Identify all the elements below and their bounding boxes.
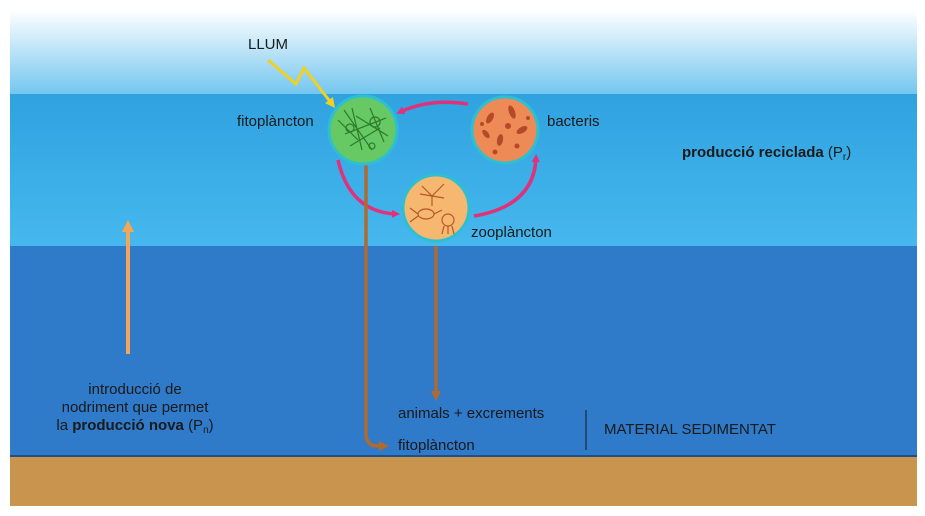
recycled-production-label: producció reciclada (Pr) — [682, 144, 852, 163]
light-bolt-icon — [267, 58, 336, 108]
arrow-phyto-to-zoo — [336, 159, 400, 218]
sediment-layer — [10, 456, 917, 506]
new-production-sub: n — [203, 425, 209, 436]
bacteria-label: bacteris — [547, 113, 600, 130]
new-production-bold: producció nova — [72, 417, 184, 434]
input-line-1: introducció de — [88, 381, 182, 398]
arrow-zoo-to-bacteria — [473, 154, 540, 218]
input-line-2: nodriment que permet — [61, 399, 209, 416]
sedimented-material-label: MATERIAL SEDIMENTAT — [604, 421, 776, 438]
new-production-symbol: (P — [188, 417, 204, 434]
arrow-bacteria-to-phyto — [396, 100, 469, 114]
recycled-production-symbol: (P — [827, 144, 843, 161]
recycled-production-bold: producció reciclada — [682, 144, 824, 161]
input-line-3-prefix: la — [56, 417, 73, 434]
sky-layer — [10, 10, 917, 94]
new-production-close: ) — [208, 417, 214, 434]
sediment-animals-label: animals + excrements — [398, 405, 545, 422]
zooplankton-icon — [401, 173, 471, 243]
zooplankton-label: zooplàncton — [471, 224, 552, 241]
arrow-phyto-sinking — [364, 162, 389, 451]
phytoplankton-icon — [327, 94, 399, 166]
phytoplankton-label: fitoplàncton — [237, 113, 314, 130]
recycled-production-close: ) — [846, 144, 852, 161]
new-production-label: introducció de nodriment que permet la p… — [40, 381, 230, 436]
bacteria-icon — [470, 95, 540, 165]
lower-water-layer — [10, 246, 917, 456]
recycled-production-sub: r — [842, 152, 847, 163]
sediment-phyto-label: fitoplàncton — [398, 437, 475, 454]
light-label: LLUM — [248, 36, 289, 53]
input-line-3: la producció nova (Pn) — [40, 417, 230, 436]
